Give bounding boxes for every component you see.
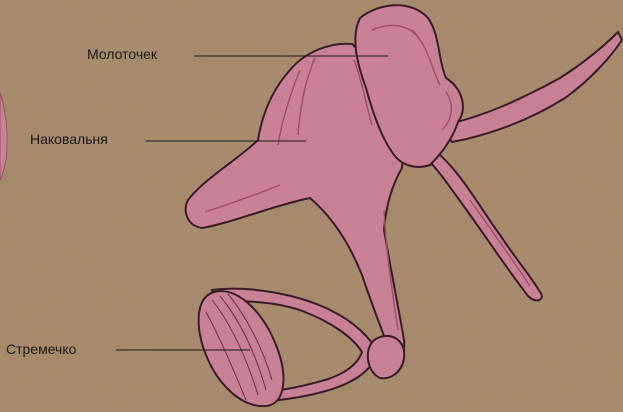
stapes-label: Стремечко — [6, 341, 76, 357]
incus-label: Наковальня — [30, 131, 108, 147]
stapes-head — [368, 336, 404, 378]
malleus-label: Молоточек — [87, 46, 157, 62]
